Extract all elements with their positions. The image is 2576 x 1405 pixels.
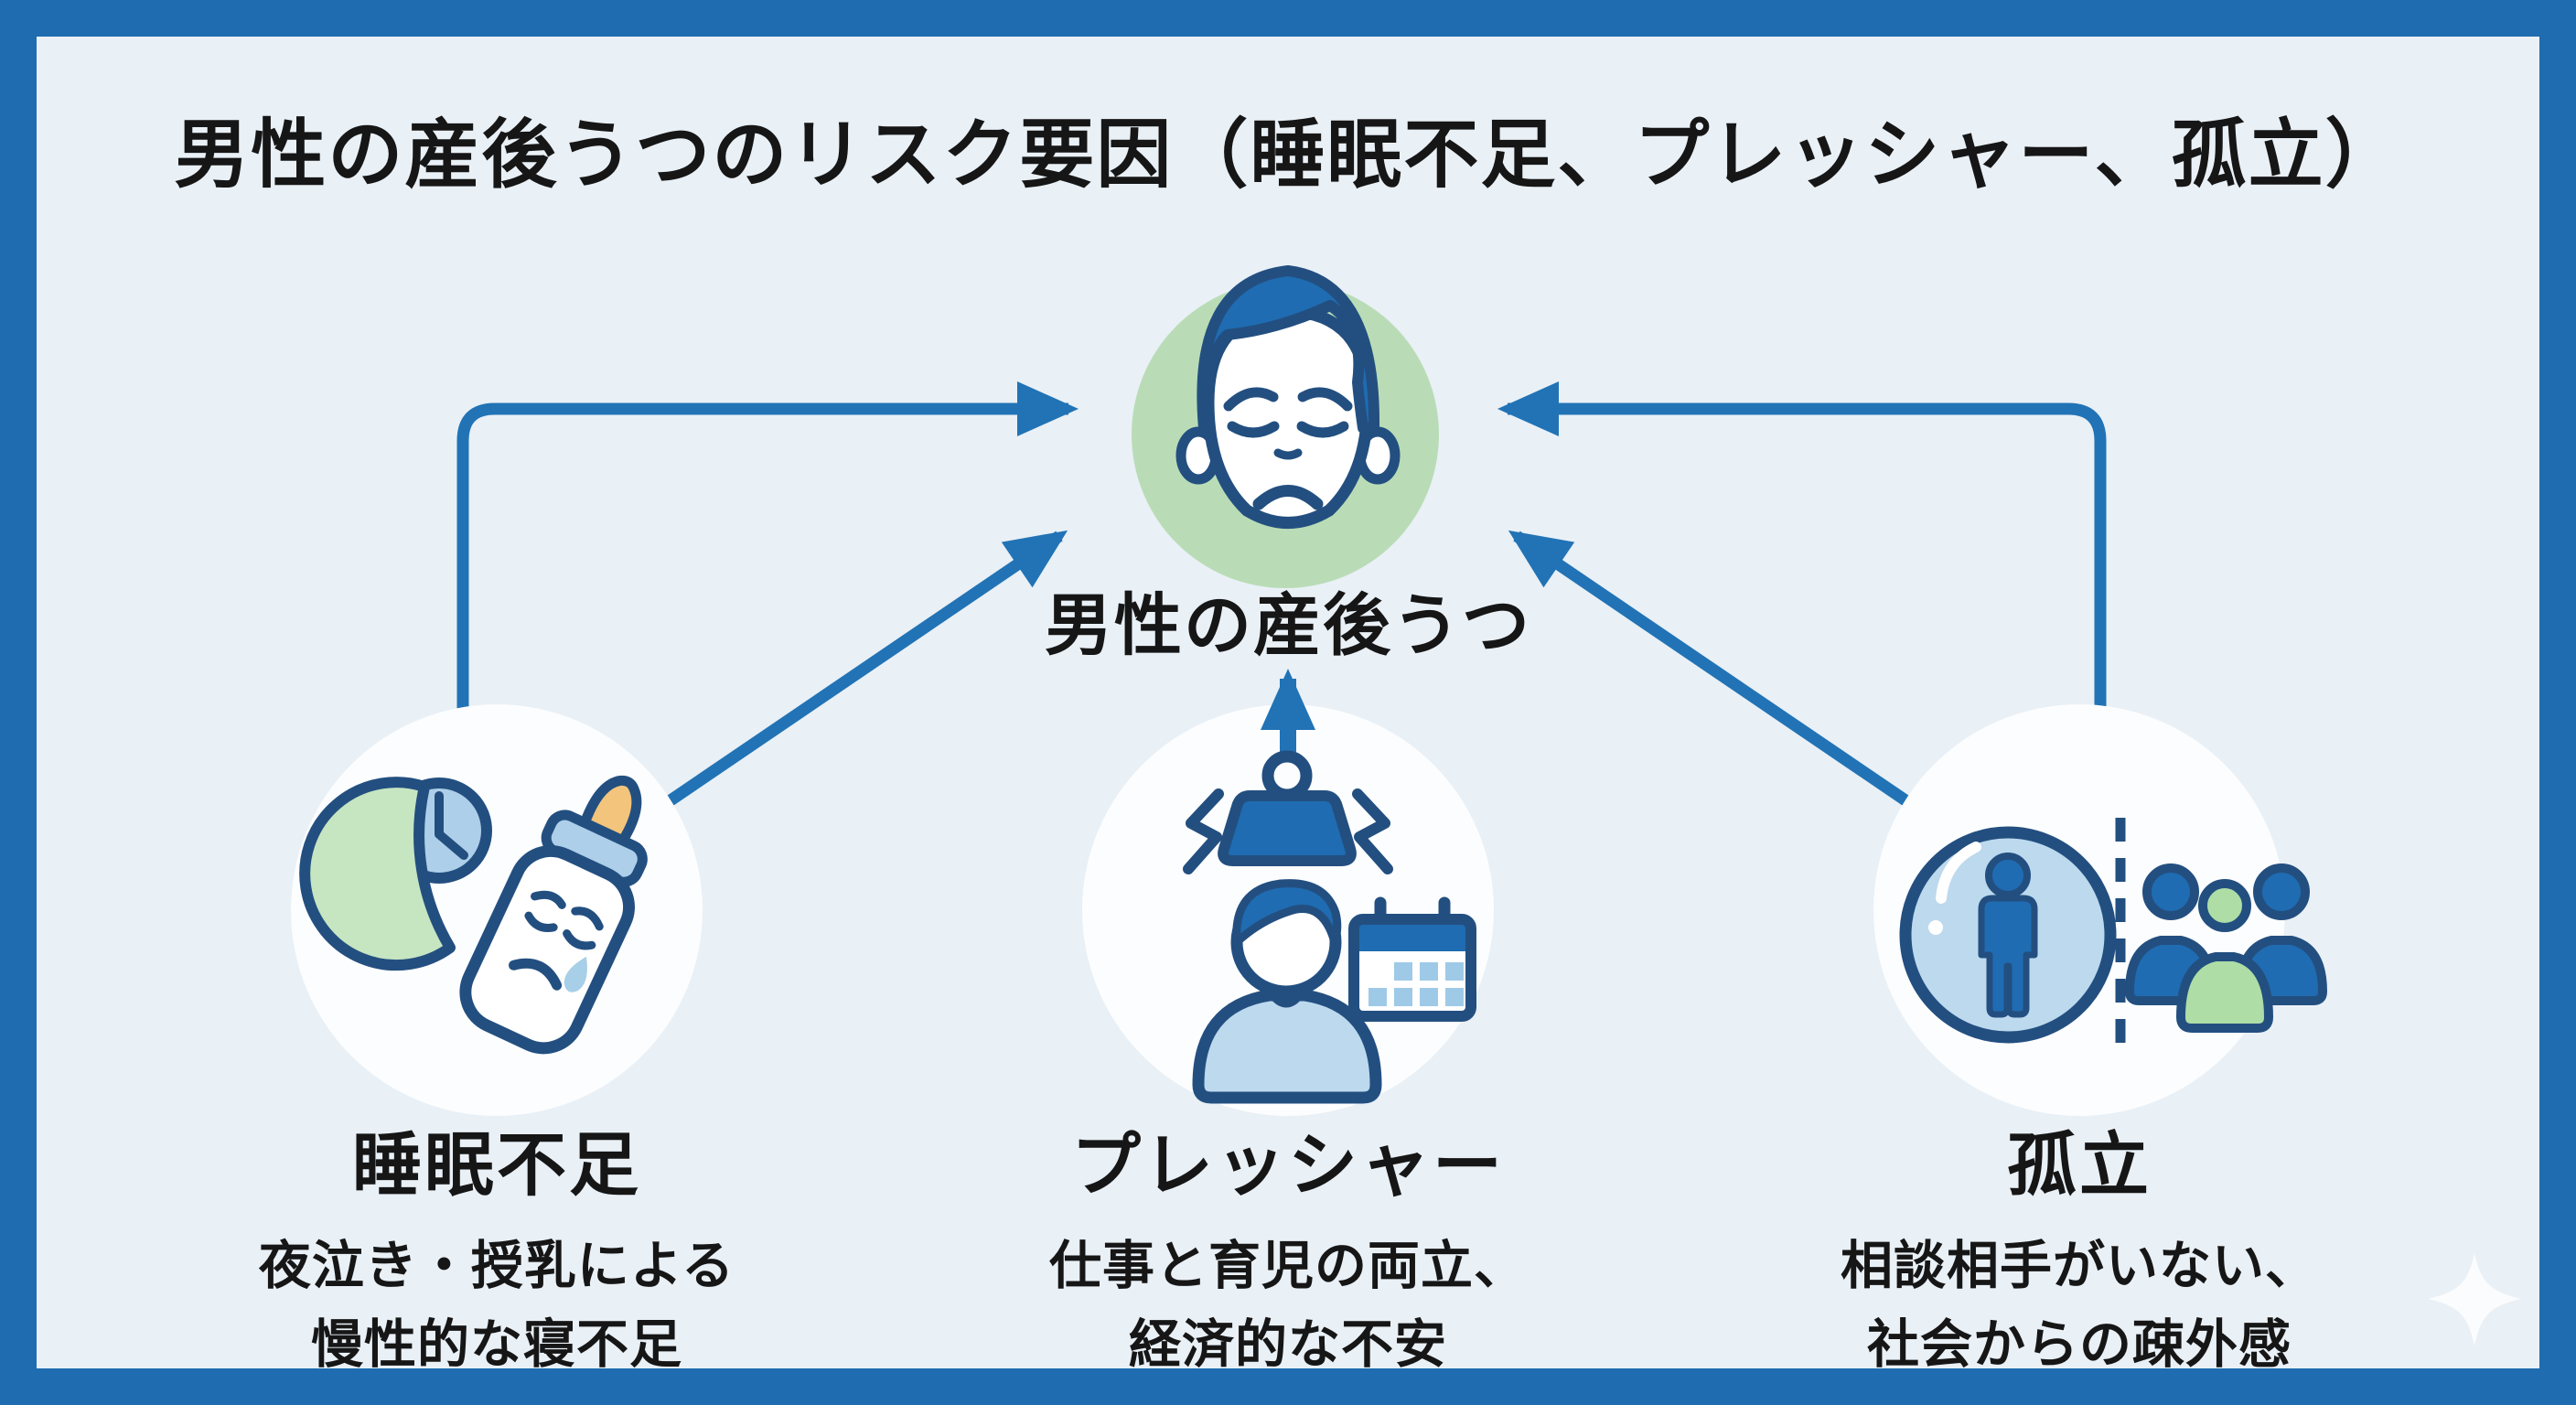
factor-heading: 睡眠不足 xyxy=(352,1124,641,1206)
page-title: 男性の産後うつのリスク要因（睡眠不足、プレッシャー、孤立） xyxy=(174,112,2402,198)
factor-description-line: 社会からの疎外感 xyxy=(1867,1314,2292,1369)
sleep-icons xyxy=(299,775,648,1055)
weight-icon xyxy=(1218,750,1357,866)
sparkle-icon xyxy=(2428,1253,2521,1346)
worker-icon xyxy=(1192,879,1382,1104)
pressure-icons xyxy=(1183,750,1476,1104)
diagram-canvas xyxy=(291,265,2521,1346)
calendar-icon xyxy=(1348,896,1476,1022)
crescent-moon-icon xyxy=(299,777,456,971)
person-in-bubble-icon xyxy=(1899,826,2117,1044)
hair xyxy=(1197,265,1380,434)
arrow-sleep-diagonal xyxy=(644,530,1068,821)
stress-bolts-icon xyxy=(1183,788,1393,874)
factor-sleep-deprivation: 睡眠不足 夜泣き・授乳による 慢性的な寝不足 xyxy=(149,1109,844,1368)
arrow-isolation-diagonal xyxy=(1508,530,1932,821)
factor-description-line: 仕事と育児の両立、 xyxy=(1049,1236,1527,1296)
factor-heading: 孤立 xyxy=(2007,1124,2152,1206)
factor-description-line: 夜泣き・授乳による xyxy=(258,1236,735,1296)
factor-isolation: 孤立 相談相手がいない、 社会からの疎外感 xyxy=(1732,1109,2427,1368)
arrow-isolation-elbow xyxy=(1497,381,2107,717)
tear-drop xyxy=(564,956,587,992)
factor-description-line: 慢性的な寝不足 xyxy=(311,1314,682,1369)
center-label: 男性の産後うつ xyxy=(1045,586,1531,665)
arrow-sleep-elbow xyxy=(456,381,1079,717)
factor-heading: プレッシャー xyxy=(1071,1124,1505,1206)
crying-baby-bottle-icon xyxy=(459,775,648,1055)
diagram-panel: 男性の産後うつのリスク要因（睡眠不足、プレッシャー、孤立） 男性の産後うつ 睡眠… xyxy=(37,37,2539,1368)
arrows xyxy=(456,381,2107,821)
factor-description-line: 経済的な不安 xyxy=(1129,1314,1447,1369)
isolation-icons xyxy=(1899,818,2327,1054)
people-group-icon xyxy=(2125,863,2327,1033)
sad-man-face-icon xyxy=(1175,265,1401,529)
factor-pressure: プレッシャー 仕事と育児の両立、 経済的な不安 xyxy=(940,1109,1636,1368)
factor-description-line: 相談相手がいない、 xyxy=(1841,1236,2318,1296)
